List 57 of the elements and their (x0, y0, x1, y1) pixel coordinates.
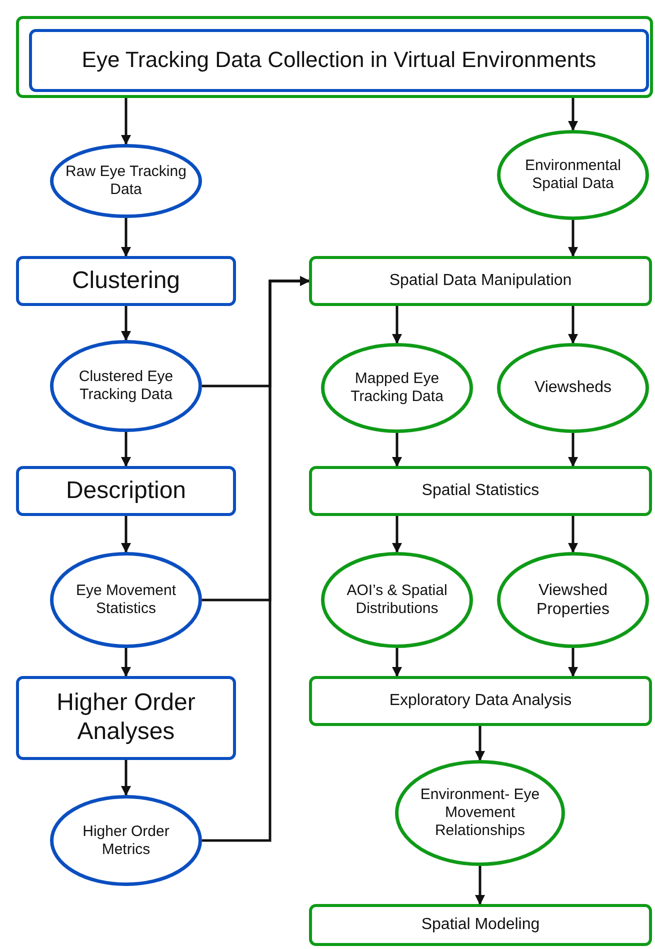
arrow (475, 866, 485, 905)
arrow (568, 220, 578, 257)
arrow (121, 648, 131, 677)
outer-frame (16, 16, 653, 98)
arrow (392, 516, 402, 553)
node-label: AOI’s & Spatial Distributions (346, 582, 448, 618)
arrow (568, 648, 578, 677)
arrow (121, 760, 131, 796)
node-label: Environment- Eye Movement Relationships (419, 786, 541, 840)
arrow (202, 276, 310, 842)
data-ellipse (497, 552, 649, 648)
arrow (392, 306, 402, 344)
node-label: Eye Movement Statistics (74, 582, 178, 618)
data-ellipse (321, 343, 473, 433)
data-ellipse (50, 144, 202, 218)
data-ellipse (321, 552, 473, 648)
node-label: Clustering (72, 266, 180, 296)
arrow (121, 432, 131, 467)
process-box (309, 676, 652, 726)
process-box (309, 256, 652, 306)
arrow (392, 648, 402, 677)
data-ellipse (50, 795, 202, 886)
data-ellipse (50, 552, 202, 648)
node-label: Higher Order Metrics (82, 822, 170, 858)
node-label: Mapped Eye Tracking Data (350, 370, 444, 406)
node-label: Environmental Spatial Data (524, 157, 622, 193)
node-label: Spatial Data Manipulation (389, 271, 572, 291)
arrow (475, 726, 485, 761)
arrow (121, 306, 131, 341)
data-ellipse (497, 343, 649, 433)
arrow (121, 516, 131, 553)
node-label: Raw Eye Tracking Data (64, 163, 188, 199)
arrow (568, 516, 578, 553)
node-label: Spatial Statistics (422, 481, 540, 501)
process-box (29, 29, 649, 92)
arrow (568, 98, 578, 131)
node-label: Clustered Eye Tracking Data (78, 368, 174, 404)
node-label: Viewsheds (534, 378, 612, 398)
data-ellipse (50, 340, 202, 432)
process-box (16, 676, 236, 760)
process-box (309, 466, 652, 516)
arrow (568, 433, 578, 467)
process-box (16, 466, 236, 516)
arrow (392, 433, 402, 467)
process-box (309, 904, 652, 946)
node-label: Viewshed Properties (536, 580, 610, 620)
node-label: Exploratory Data Analysis (389, 691, 572, 711)
arrow (121, 218, 131, 257)
arrow (121, 98, 131, 145)
process-box (16, 256, 236, 306)
data-ellipse (497, 130, 649, 220)
node-label: Eye Tracking Data Collection in Virtual Environments (82, 47, 596, 74)
arrow (568, 306, 578, 344)
node-label: Spatial Modeling (421, 915, 540, 935)
node-label: Higher Order Analyses (56, 689, 196, 747)
data-ellipse (395, 760, 565, 866)
node-label: Description (66, 476, 186, 506)
